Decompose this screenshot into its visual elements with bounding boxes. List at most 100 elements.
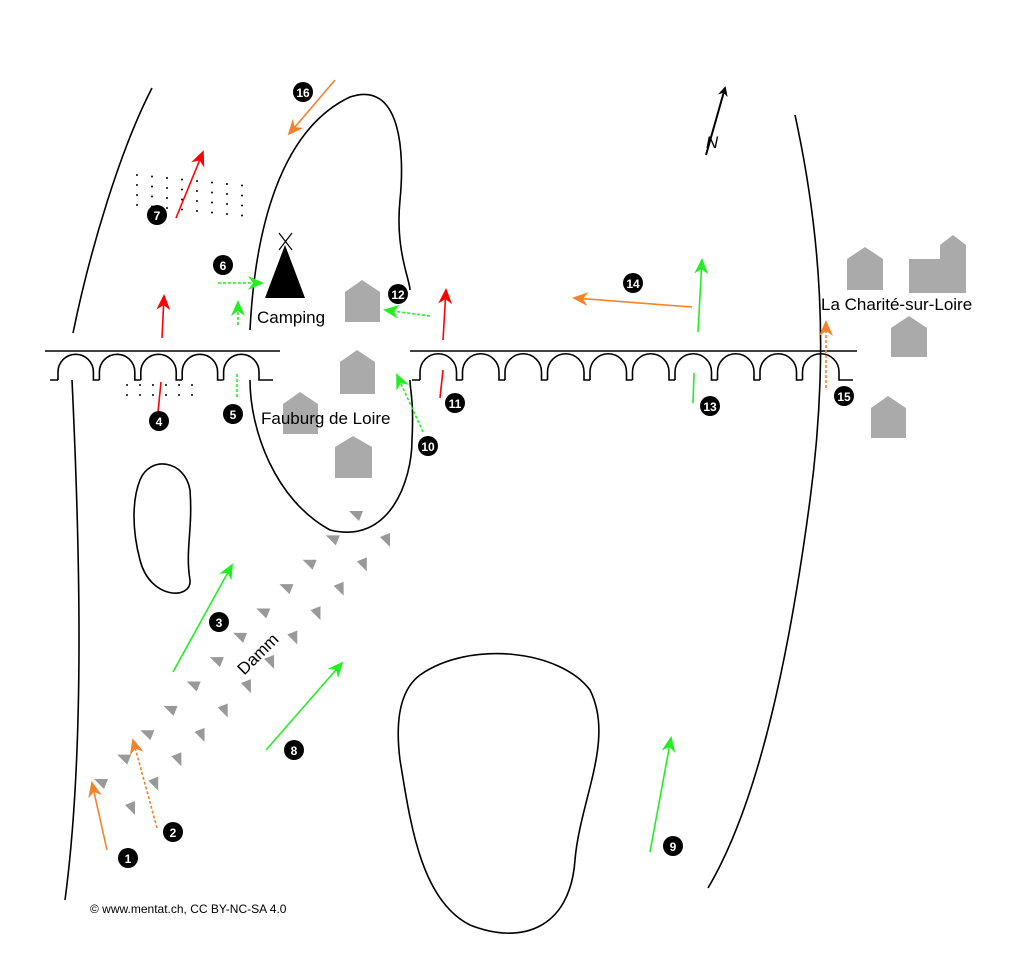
dot: [136, 204, 138, 206]
dot: [196, 200, 198, 202]
house: [335, 436, 372, 478]
dam-triangle: [171, 752, 182, 767]
dam-triangle: [380, 533, 390, 547]
island-north: [249, 93, 411, 331]
marker-number: 2: [170, 826, 177, 840]
arrow-4-upper: [156, 294, 171, 339]
dot: [178, 394, 180, 396]
dam-triangle: [117, 754, 132, 765]
marker-number: 16: [296, 86, 310, 100]
arrow-13-upper: [694, 258, 709, 333]
small-island: [133, 463, 192, 594]
marker-number: 10: [421, 440, 435, 454]
marker-12: 12: [388, 284, 408, 304]
marker-number: 12: [391, 288, 405, 302]
marker-1: 1: [118, 848, 138, 868]
marker-14: 14: [623, 273, 643, 293]
river-banks: [64, 87, 822, 934]
arrow-16: [287, 79, 336, 136]
house: [909, 235, 966, 293]
marker-number: 1: [125, 852, 132, 866]
houses: [283, 235, 966, 478]
arrow-1: [88, 781, 108, 851]
dam-triangle: [310, 606, 321, 621]
dot: [139, 394, 141, 396]
arrow-10: [396, 373, 424, 433]
dot: [152, 394, 154, 396]
marker-7: 7: [147, 205, 167, 225]
dam-triangle: [302, 559, 317, 570]
dot: [151, 175, 153, 178]
marker-3: 3: [209, 612, 229, 632]
marker-16: 16: [293, 82, 313, 102]
dam-triangle: [186, 681, 201, 692]
dam-triangle: [94, 779, 108, 789]
dot: [178, 384, 180, 386]
marker-2: 2: [163, 822, 183, 842]
lake: [397, 652, 600, 934]
marker-number: 4: [156, 415, 163, 429]
dot: [241, 194, 243, 197]
dam-triangle: [209, 657, 224, 668]
dot: [191, 384, 193, 386]
dam: [94, 511, 390, 815]
arrow-11-lower: [439, 369, 444, 399]
marker-number: 14: [626, 277, 640, 291]
dot: [151, 185, 153, 188]
faubourg-label: Fauburg de Loire: [261, 409, 390, 428]
dam-triangle: [217, 703, 228, 718]
dam-triangle: [349, 511, 363, 521]
marker-6: 6: [213, 255, 233, 275]
house: [871, 396, 906, 438]
bridge-arches: [412, 353, 853, 381]
dot: [126, 394, 128, 396]
town-label: La Charité-sur-Loire: [821, 295, 972, 314]
dam-triangle: [233, 632, 248, 643]
dot: [166, 177, 168, 179]
dot: [139, 384, 141, 386]
dam-triangle: [256, 608, 271, 619]
house: [345, 280, 380, 322]
arrows: [88, 79, 833, 853]
dam-triangle: [194, 727, 205, 742]
dot: [196, 190, 198, 192]
dot: [211, 181, 213, 184]
arrow-11-upper: [438, 288, 453, 341]
dot: [152, 384, 154, 386]
dot: [196, 210, 198, 212]
marker-4: 4: [149, 411, 169, 431]
dot: [181, 208, 183, 211]
marker-number: 13: [703, 400, 717, 414]
marker-number: 8: [291, 744, 298, 758]
dot: [151, 195, 153, 198]
marker-number: 9: [670, 840, 677, 854]
marker-13: 13: [700, 396, 720, 416]
bridge-arches: [50, 353, 273, 381]
arrow-14: [572, 292, 693, 308]
dot: [226, 193, 228, 195]
right-bank: [707, 114, 822, 889]
left-bank-south: [64, 379, 80, 901]
dot: [181, 188, 183, 191]
arrow-4-lower: [157, 381, 162, 413]
dot: [226, 203, 228, 205]
dam-triangle: [264, 654, 275, 669]
house: [340, 350, 375, 394]
dot: [181, 178, 183, 181]
arrow-2: [129, 738, 158, 829]
marker-number: 11: [449, 397, 462, 411]
dot: [196, 180, 198, 182]
marker-9: 9: [663, 836, 683, 856]
dot: [166, 187, 168, 189]
arrow-7: [175, 150, 205, 219]
dam-triangle: [163, 705, 178, 716]
dam-triangle: [148, 776, 159, 791]
dot: [211, 211, 213, 214]
dot: [136, 174, 138, 176]
dot: [241, 204, 243, 207]
bridges: [45, 350, 857, 381]
dot: [226, 183, 228, 185]
